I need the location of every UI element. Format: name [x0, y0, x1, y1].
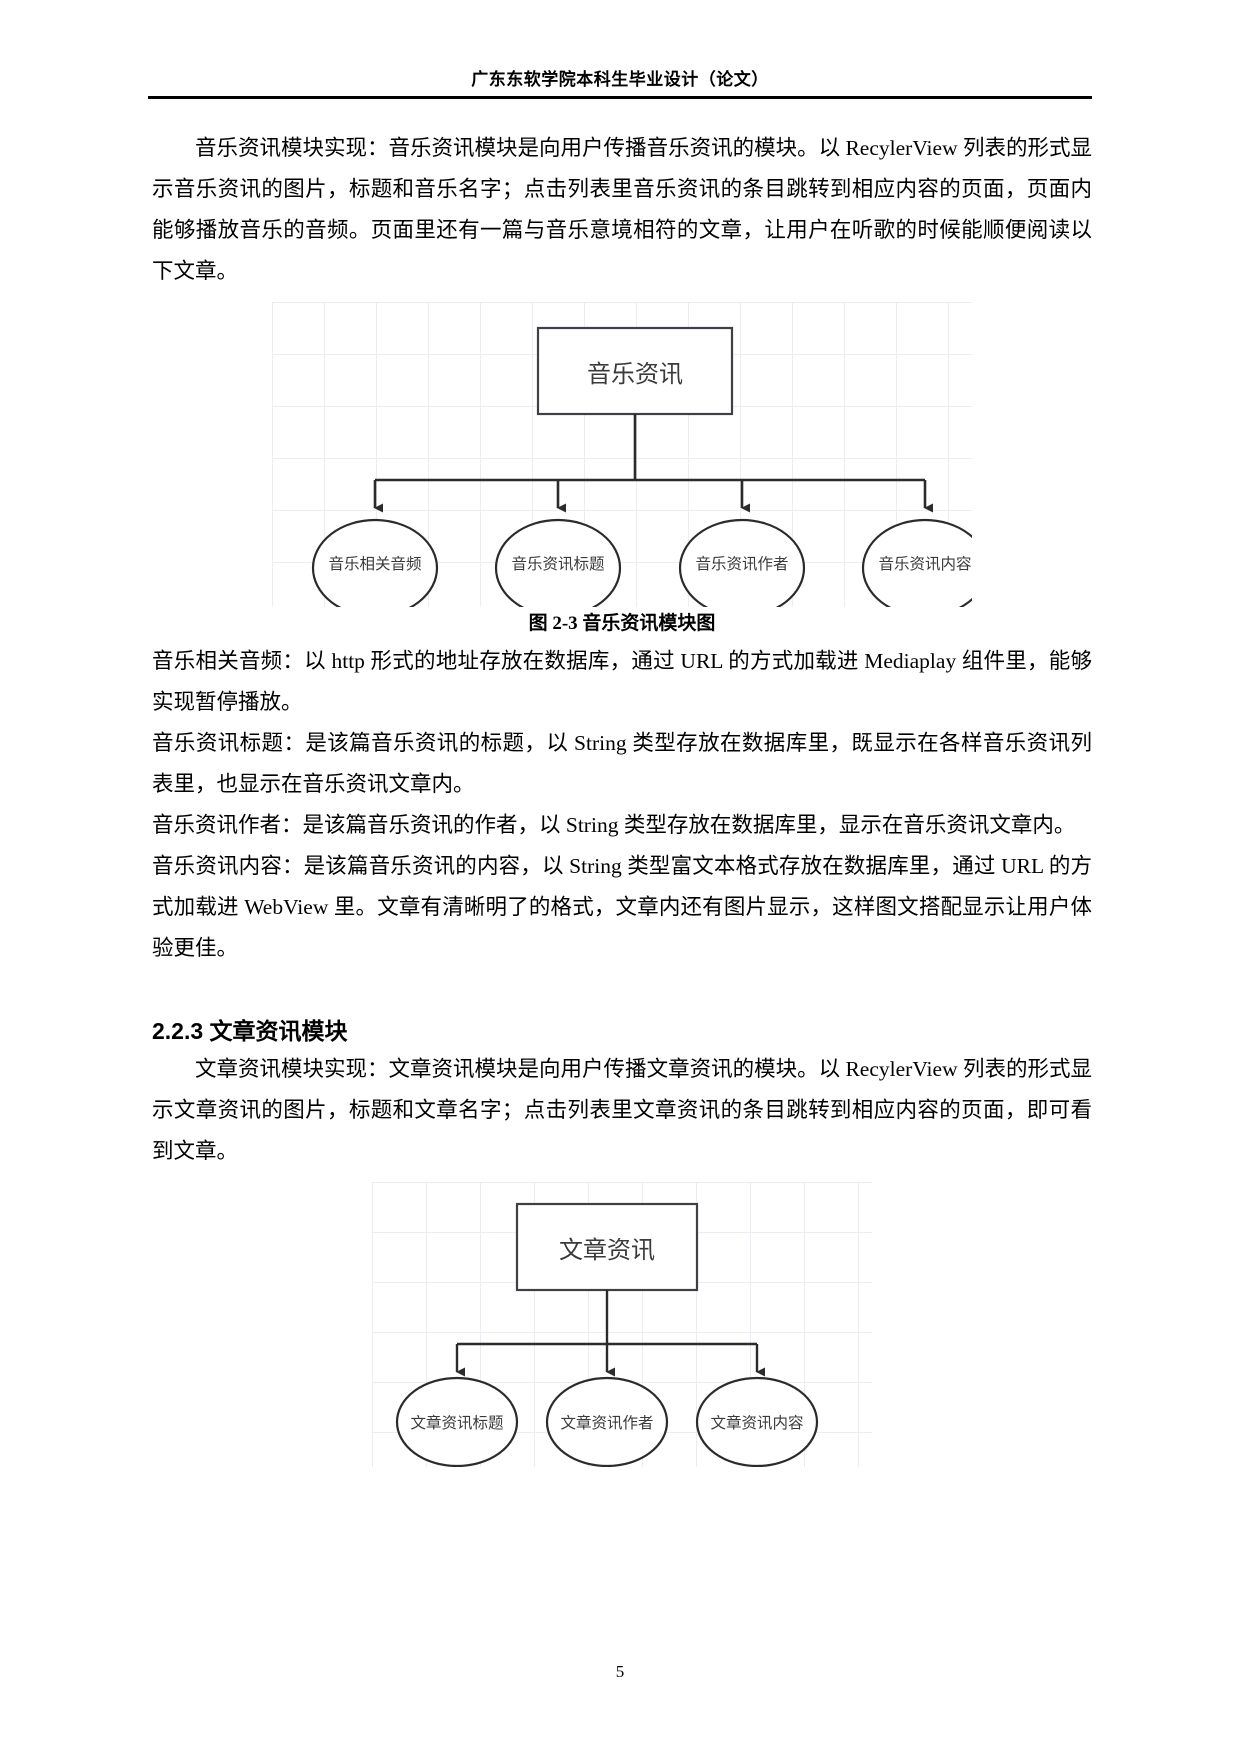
figure-music-module-diagram: 音乐资讯 音乐相关音频 音乐资讯标题 音乐资讯作者 音乐资讯内容: [272, 302, 972, 607]
paragraph-music-content: 音乐资讯内容：是该篇音乐资讯的内容，以 String 类型富文本格式存放在数据库…: [152, 854, 1092, 960]
figure-article-module-diagram: 文章资讯 文章资讯标题 文章资讯作者 文章资讯内容: [372, 1182, 872, 1467]
paragraph-music-module-intro: 音乐资讯模块实现：音乐资讯模块是向用户传播音乐资讯的模块。以 RecylerVi…: [152, 136, 1092, 283]
paragraph-music-title: 音乐资讯标题：是该篇音乐资讯的标题，以 String 类型存放在数据库里，既显示…: [152, 731, 1092, 796]
paragraph-article-module-intro: 文章资讯模块实现：文章资讯模块是向用户传播文章资讯的模块。以 RecylerVi…: [152, 1057, 1092, 1163]
running-header-title: 广东东软学院本科生毕业设计（论文）: [471, 70, 769, 89]
spacer: [152, 1172, 1092, 1182]
diagram-shapes-article: [395, 1202, 819, 1467]
paragraph-music-author: 音乐资讯作者：是该篇音乐资讯的作者，以 String 类型存放在数据库里，显示在…: [152, 813, 1076, 837]
diagram-shapes-music: [311, 326, 972, 607]
figure-caption-2-3: 图 2-3 音乐资讯模块图: [528, 613, 716, 634]
running-header: 广东东软学院本科生毕业设计（论文）: [148, 70, 1092, 107]
page-number: 5: [615, 1662, 625, 1681]
paragraph-music-audio: 音乐相关音频：以 http 形式的地址存放在数据库，通过 URL 的方式加载进 …: [152, 649, 1092, 714]
document-body: 音乐资讯模块实现：音乐资讯模块是向用户传播音乐资讯的模块。以 RecylerVi…: [152, 128, 1092, 1467]
spacer: [152, 969, 1092, 1013]
section-heading-2-2-3: 2.2.3 文章资讯模块: [152, 1018, 348, 1044]
header-rule: [148, 96, 1092, 100]
spacer: [152, 292, 1092, 302]
